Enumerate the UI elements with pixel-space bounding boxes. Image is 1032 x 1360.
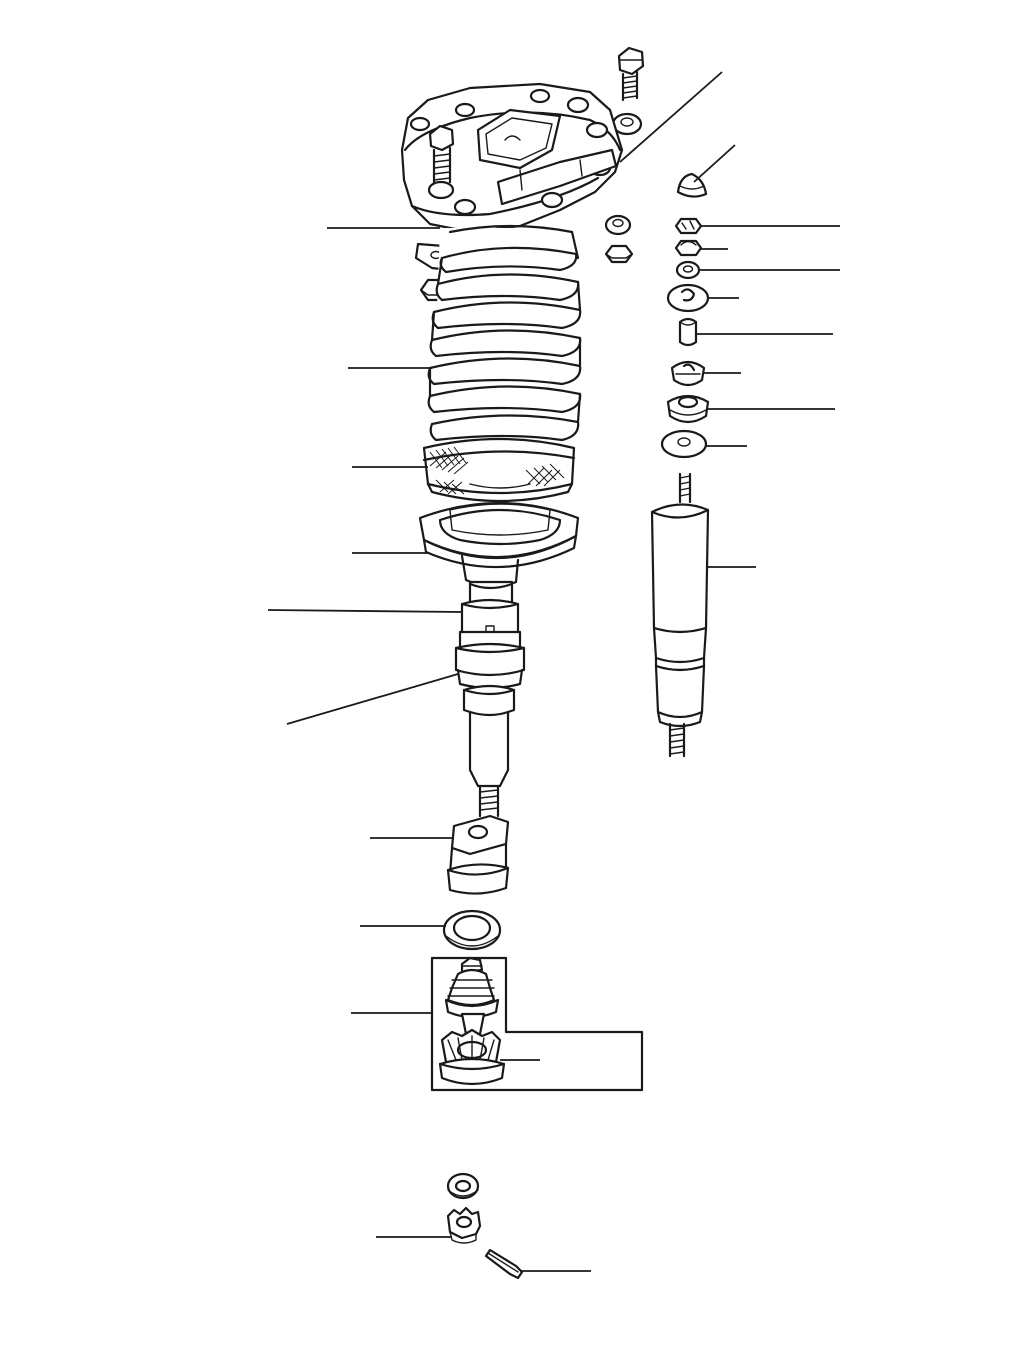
rubber-boot: [422, 437, 576, 503]
strut-rod-lower: [462, 684, 516, 818]
ball-joint-bracket: [430, 956, 644, 1092]
mount-stud-bolt: [427, 124, 455, 200]
shock-absorber: [650, 472, 710, 758]
castle-nut: [446, 1206, 482, 1244]
mount-nut: [604, 214, 634, 264]
sleeve: [678, 317, 698, 347]
bump-rubber: [446, 814, 510, 895]
dust-seal: [454, 630, 526, 690]
shock-cap: [676, 172, 708, 198]
ball-joint: [438, 956, 506, 1086]
mount-bolt: [617, 46, 645, 102]
lower-bush: [666, 394, 710, 424]
upper-mount-plate: [400, 82, 624, 234]
lock-nut: [674, 217, 703, 235]
lower-spring-seat: [418, 501, 580, 588]
leader-shock-cap: [693, 144, 736, 183]
leader-collar: [267, 609, 463, 613]
dish-washer: [660, 429, 708, 459]
cotter-pin: [484, 1248, 524, 1280]
coil-spring: [427, 224, 582, 442]
callout-leaders: [267, 71, 840, 1272]
leader-upper-mount: [619, 71, 723, 163]
plain-nut: [674, 239, 703, 257]
cup-washer: [666, 283, 710, 313]
leader-dust-seal: [286, 673, 459, 725]
small-washer: [675, 260, 701, 280]
seal-ring: [442, 909, 502, 951]
castle-washer: [446, 1172, 480, 1200]
upper-bush: [670, 360, 706, 387]
